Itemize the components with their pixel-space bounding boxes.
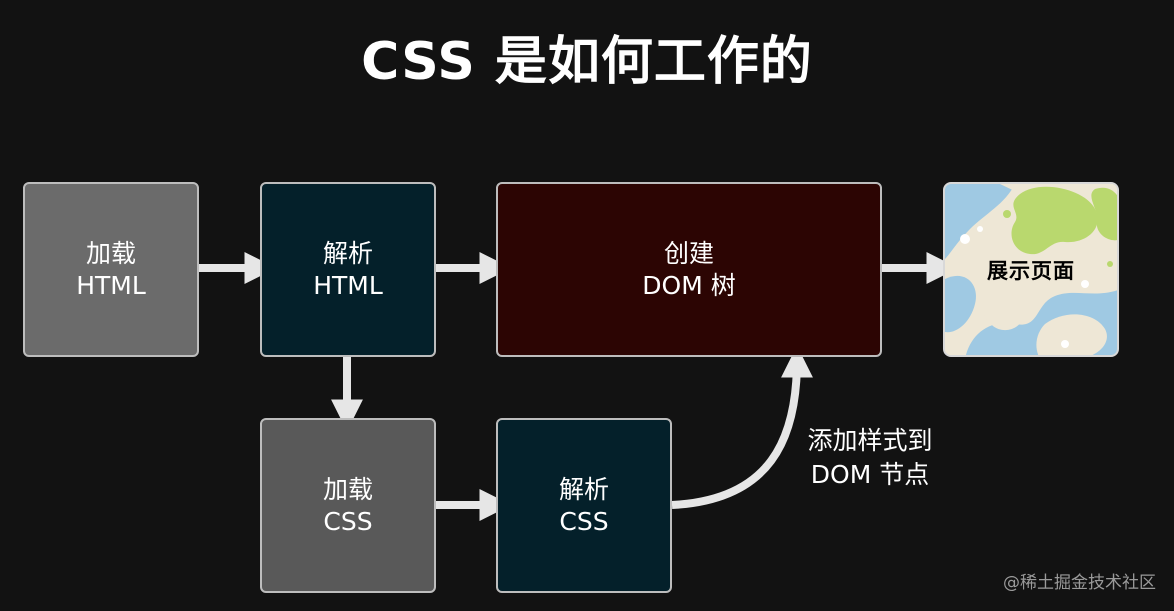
create-dom-line2: DOM 树 — [642, 270, 736, 300]
add-style-edge-label: 添加样式到 DOM 节点 — [790, 424, 950, 492]
load-html-line1: 加载 — [85, 238, 136, 268]
page-title: CSS 是如何工作的 — [361, 32, 813, 92]
edge-label-line2: DOM 节点 — [810, 460, 930, 489]
watermark: @稀土掘金技术社区 — [1003, 573, 1156, 593]
parse-html-box: 解析 HTML — [260, 182, 436, 357]
edge-label-line1: 添加样式到 — [807, 426, 933, 455]
load-css-line1: 加载 — [322, 474, 373, 504]
parse-html-line2: HTML — [313, 270, 383, 300]
create-dom-line1: 创建 — [663, 238, 714, 268]
abstract-page-image — [945, 184, 1117, 355]
display-page-box: 展示页面 — [943, 182, 1119, 357]
load-html-box: 加载 HTML — [23, 182, 199, 357]
load-html-line2: HTML — [76, 270, 146, 300]
parse-css-box: 解析 CSS — [496, 418, 672, 593]
parse-css-line1: 解析 — [558, 474, 609, 504]
parse-html-line1: 解析 — [322, 238, 373, 268]
parse-css-line2: CSS — [559, 506, 609, 536]
display-page-label: 展示页面 — [987, 258, 1075, 283]
load-css-line2: CSS — [323, 506, 373, 536]
arrow-parse-css-to-dom — [671, 345, 813, 509]
create-dom-box: 创建 DOM 树 — [496, 182, 882, 357]
load-css-box: 加载 CSS — [260, 418, 436, 593]
